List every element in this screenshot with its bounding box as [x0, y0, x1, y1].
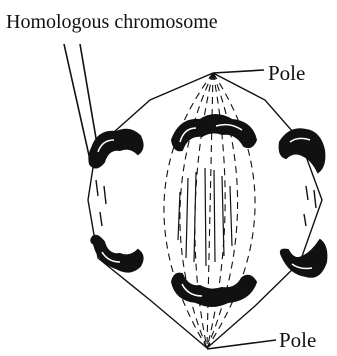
chromosome-left-middle-strokes: [96, 180, 106, 226]
leader-line-homologous-1: [64, 44, 90, 160]
spindle-edge-left: [88, 73, 213, 348]
chromosome-left-bottom: [91, 236, 142, 272]
chromosome-right-bottom: [281, 240, 327, 277]
spindle-edge-right: [207, 73, 322, 348]
chromosome-right-top: [280, 129, 325, 172]
chromosome-central-bottom: [172, 274, 256, 306]
fiber-stroke: [230, 186, 232, 246]
fiber-stroke: [194, 172, 196, 262]
leader-line-pole-top: [213, 70, 264, 73]
leader-line-homologous-2: [80, 44, 98, 150]
left-chromosomes: [89, 130, 142, 272]
leader-line-pole-bottom: [207, 340, 276, 349]
fiber-stroke: [214, 170, 215, 262]
chromosome-left-top: [89, 130, 142, 168]
fiber-stroke: [186, 178, 188, 258]
central-fiber-strokes: [178, 168, 232, 266]
fiber-stroke: [205, 168, 206, 266]
